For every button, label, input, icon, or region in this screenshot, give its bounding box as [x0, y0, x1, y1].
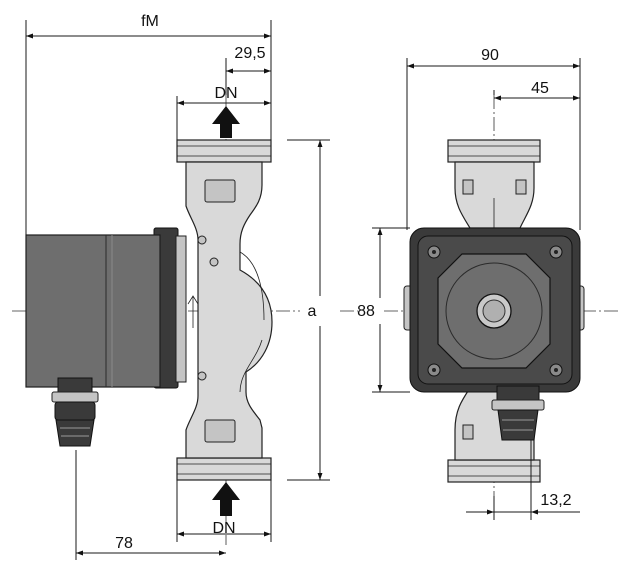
dim-a: a [287, 139, 330, 481]
dim-dn-top-label: DN [214, 85, 237, 102]
dim-a-label: a [308, 303, 317, 320]
cable-gland-front [491, 385, 545, 441]
front-view-pump [403, 139, 585, 483]
dim-dn-bottom-label: DN [212, 520, 235, 537]
dim-88: 88 [357, 227, 410, 393]
dim-29-5-label: 29,5 [234, 45, 265, 62]
dim-13-2: 13,2 [466, 440, 580, 520]
dim-45-label: 45 [531, 80, 549, 97]
cable-gland-side [51, 377, 99, 447]
dim-dn-top: DN [176, 85, 272, 140]
side-view-pump [25, 139, 273, 481]
dim-78-label: 78 [115, 535, 133, 552]
dim-90-label: 90 [481, 47, 499, 64]
dim-13-2-label: 13,2 [540, 492, 571, 509]
corner-screws [427, 245, 563, 377]
dim-88-label: 88 [357, 303, 375, 320]
flow-arrow-top-icon [212, 106, 240, 138]
dim-dn-bottom: DN [176, 480, 272, 542]
dim-78: 78 [75, 450, 226, 560]
dim-fM-label: fM [141, 13, 159, 30]
dim-90: 90 [406, 47, 581, 230]
dim-29-5: 29,5 [225, 45, 271, 95]
dim-45: 45 [493, 80, 580, 101]
flow-arrow-bottom-icon [212, 482, 240, 516]
